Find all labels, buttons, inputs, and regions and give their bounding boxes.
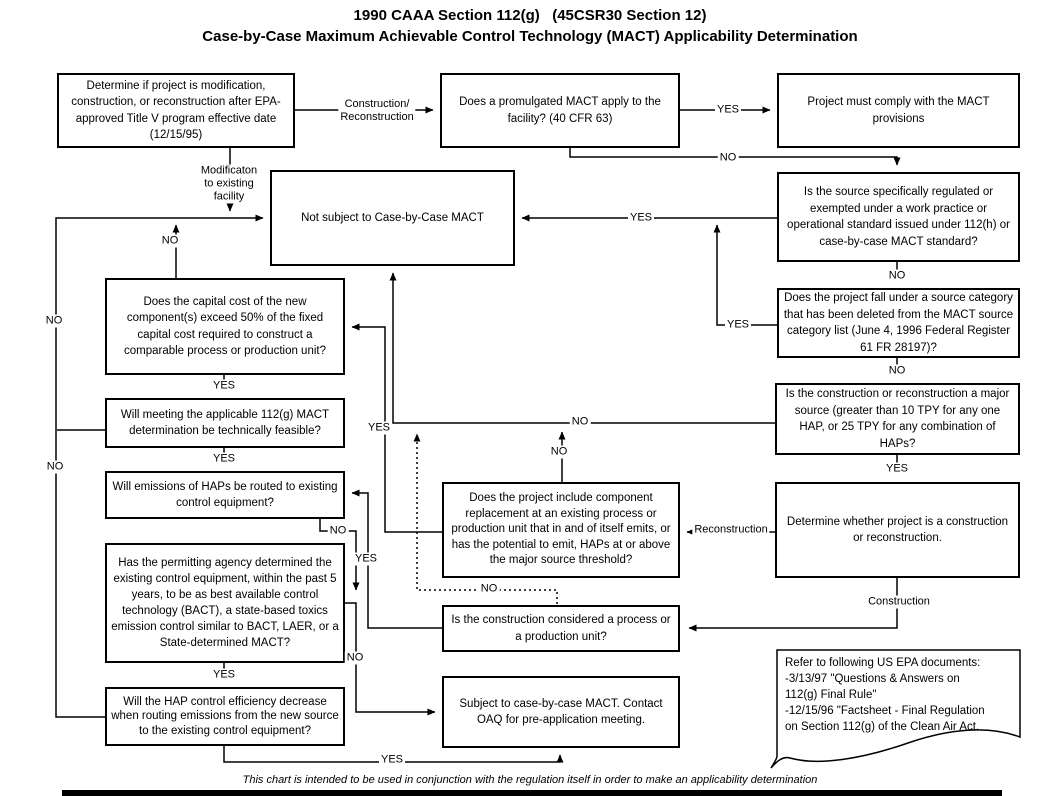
flow-node-permitting-agency: Has the permitting agency determined the… [105,543,345,663]
footer-note: This chart is intended to be used in con… [242,774,818,786]
node-text: Subject to case-by-case MACT. Contact OA… [459,697,663,727]
node-text: Will the HAP control efficiency decrease… [111,695,339,737]
flow-node-must-comply: Project must comply with the MACT provis… [777,73,1020,148]
flow-node-source-regulated: Is the source specifically regulated or … [777,172,1020,262]
node-text: Determine if project is modification, co… [71,79,281,142]
edge-label-yes: YES [714,103,742,117]
flow-node-hap-efficiency: Will the HAP control efficiency decrease… [105,687,345,746]
flow-node-technically-feasible: Will meeting the applicable 112(g) MACT … [105,398,345,448]
node-text: Does a promulgated MACT apply to the fac… [459,96,661,125]
flow-node-process-unit: Is the construction considered a process… [442,605,680,652]
flow-node-subject-mact: Subject to case-by-case MACT. Contact OA… [442,676,680,748]
edge-label-no: NO [43,314,65,328]
flow-node-determine-project: Determine if project is modification, co… [57,73,295,148]
flow-node-promulgated-mact: Does a promulgated MACT apply to the fac… [440,73,680,148]
node-text: Does the project fall under a source cat… [783,292,1014,354]
node-text: Determine whether project is a construct… [786,515,1009,545]
edge-label-yes: YES [365,421,393,435]
edge-label-no: NO [344,651,366,665]
flow-node-not-subject: Not subject to Case-by-Case MACT [270,170,515,266]
flow-node-deleted-category: Does the project fall under a source cat… [777,288,1020,358]
edge-label-yes: YES [352,552,380,566]
edge-label-no: NO [44,460,66,474]
bottom-bar [62,790,1002,796]
line-deleted-yes-up [713,224,777,326]
node-text: Has the permitting agency determined the… [111,557,339,649]
line-process-unit-no-dotted [413,433,558,604]
edge-label-no: NO [478,582,500,596]
refer-docs-box [770,649,1021,769]
flow-node-emissions-routed: Will emissions of HAPs be routed to exis… [105,471,345,519]
page-title: 1990 CAAA Section 112(g) (45CSR30 Sectio… [0,5,1060,47]
edge-label-no: NO [548,445,570,459]
node-text: Is the construction considered a process… [451,614,671,643]
edge-label-reconstruction: Reconstruction [692,523,770,537]
flow-node-component-replacement: Does the project include component repla… [442,482,680,578]
node-text: Not subject to Case-by-Case MACT [301,211,484,224]
node-text: Will meeting the applicable 112(g) MACT … [120,408,330,438]
node-text: Is the construction or reconstruction a … [785,388,1010,450]
flow-node-determine-construction: Determine whether project is a construct… [775,482,1020,578]
edge-label-yes: YES [210,452,238,466]
edge-label-yes: YES [210,379,238,393]
edge-label-no: NO [717,151,739,165]
edge-label-yes: YES [724,318,752,332]
edge-label-yes: YES [210,668,238,682]
line-construction-to-process-unit [688,578,898,632]
edge-label-yes: YES [378,753,406,767]
title-line-1: 1990 CAAA Section 112(g) (45CSR30 Sectio… [353,7,707,24]
edge-label-no: NO [886,364,908,378]
flow-node-capital-cost: Does the capital cost of the new compone… [105,278,345,375]
edge-label-no: NO [327,524,349,538]
edge-label-construction: Construction [866,595,932,609]
node-text: Is the source specifically regulated or … [787,186,1010,248]
edge-label-modification: Modificaton to existing facility [198,164,260,204]
edge-label-yes: YES [883,462,911,476]
node-text: Project must comply with the MACT provis… [807,96,990,125]
node-text: Does the project include component repla… [451,492,671,567]
title-line-2: Case-by-Case Maximum Achievable Control … [202,28,858,45]
edge-label-construction-reconstruction: Construction/ Reconstruction [338,98,416,124]
edge-label-yes: YES [627,211,655,225]
line-major-no-to-notsubject [389,272,775,424]
edge-label-no: NO [886,269,908,283]
edge-label-no: NO [159,234,181,248]
refer-docs-text: Refer to following US EPA documents: -3/… [785,657,985,733]
edge-label-no: NO [569,415,591,429]
flow-node-major-source: Is the construction or reconstruction a … [775,383,1020,455]
node-text: Does the capital cost of the new compone… [123,295,326,358]
node-text: Will emissions of HAPs be routed to exis… [112,480,338,510]
